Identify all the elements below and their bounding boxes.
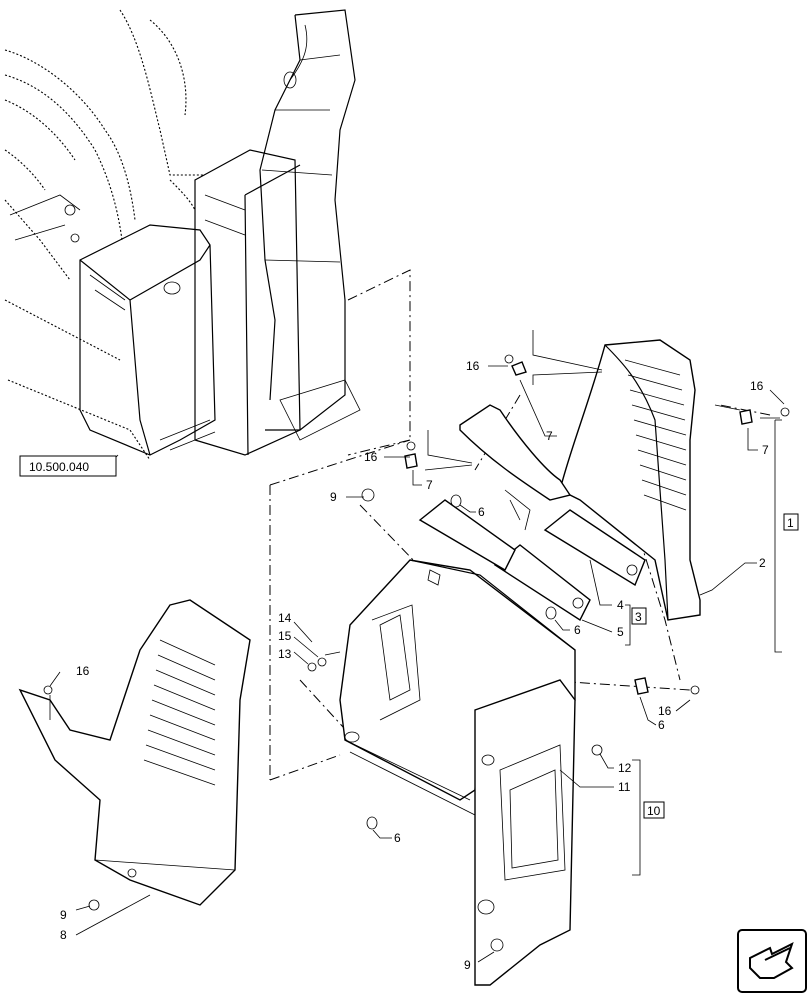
bolt-14 bbox=[324, 651, 341, 656]
callout-16: 16 bbox=[364, 450, 378, 464]
reference-label: 10.500.040 bbox=[29, 460, 89, 474]
callout-7: 7 bbox=[426, 478, 433, 492]
callout-3: 3 bbox=[635, 610, 642, 624]
callout-7: 7 bbox=[546, 429, 553, 443]
callout-6: 6 bbox=[478, 505, 485, 519]
callout-15: 15 bbox=[278, 629, 292, 643]
upper-grille-shell bbox=[418, 339, 701, 622]
bolt-16-b bbox=[780, 407, 790, 417]
callout-7: 7 bbox=[762, 443, 769, 457]
callout-9: 9 bbox=[60, 908, 67, 922]
screw-9-c bbox=[490, 938, 504, 952]
bolt-16-c bbox=[406, 441, 416, 451]
callout-14: 14 bbox=[278, 611, 292, 625]
fasteners bbox=[43, 354, 790, 952]
nut-13 bbox=[307, 662, 317, 672]
clip-6-d bbox=[634, 677, 649, 695]
bolt-16-d bbox=[690, 685, 700, 695]
rear-cover bbox=[474, 679, 576, 986]
callout-box-1 bbox=[783, 513, 799, 531]
callout-6: 6 bbox=[658, 718, 665, 732]
boxed-callouts: 1 3 10 10.500.040 bbox=[19, 455, 799, 819]
callout-box-10 bbox=[643, 801, 665, 819]
callout-box-3 bbox=[631, 607, 647, 625]
clip-7-c bbox=[404, 453, 418, 469]
callout-16: 16 bbox=[658, 704, 672, 718]
callout-16: 16 bbox=[750, 379, 764, 393]
callout-labels: 16 7 16 7 16 7 9 6 2 4 5 6 14 15 13 6 16… bbox=[60, 359, 769, 972]
callout-12: 12 bbox=[618, 761, 632, 775]
callout-6: 6 bbox=[394, 831, 401, 845]
bolt-16-a bbox=[504, 354, 514, 364]
callout-10: 10 bbox=[647, 804, 661, 818]
callout-8: 8 bbox=[60, 928, 67, 942]
left-grille-shell bbox=[18, 599, 251, 906]
reference-box bbox=[19, 455, 117, 477]
callout-16: 16 bbox=[466, 359, 480, 373]
bolt-16-e bbox=[43, 685, 53, 695]
callout-9: 9 bbox=[330, 490, 337, 504]
callout-13: 13 bbox=[278, 647, 292, 661]
callout-5: 5 bbox=[617, 625, 624, 639]
arrow-navigation-icon[interactable] bbox=[737, 929, 807, 993]
screw-9-b bbox=[88, 899, 100, 911]
washer-6-c bbox=[366, 816, 378, 830]
callout-11: 11 bbox=[618, 780, 631, 794]
plug-12 bbox=[591, 744, 603, 756]
washer-6-b bbox=[545, 606, 557, 620]
callout-6: 6 bbox=[574, 623, 581, 637]
leader-lines bbox=[49, 330, 785, 963]
callout-1: 1 bbox=[787, 516, 794, 530]
callout-9: 9 bbox=[464, 958, 471, 972]
tractor-body-outline bbox=[4, 9, 361, 461]
callout-2: 2 bbox=[759, 556, 766, 570]
callout-16: 16 bbox=[76, 664, 90, 678]
washer-15 bbox=[317, 657, 327, 667]
callout-4: 4 bbox=[617, 598, 624, 612]
clip-7-a bbox=[511, 361, 527, 376]
washer-6-a bbox=[450, 494, 462, 508]
clip-7-b bbox=[739, 409, 753, 425]
screw-9-a bbox=[361, 488, 375, 502]
